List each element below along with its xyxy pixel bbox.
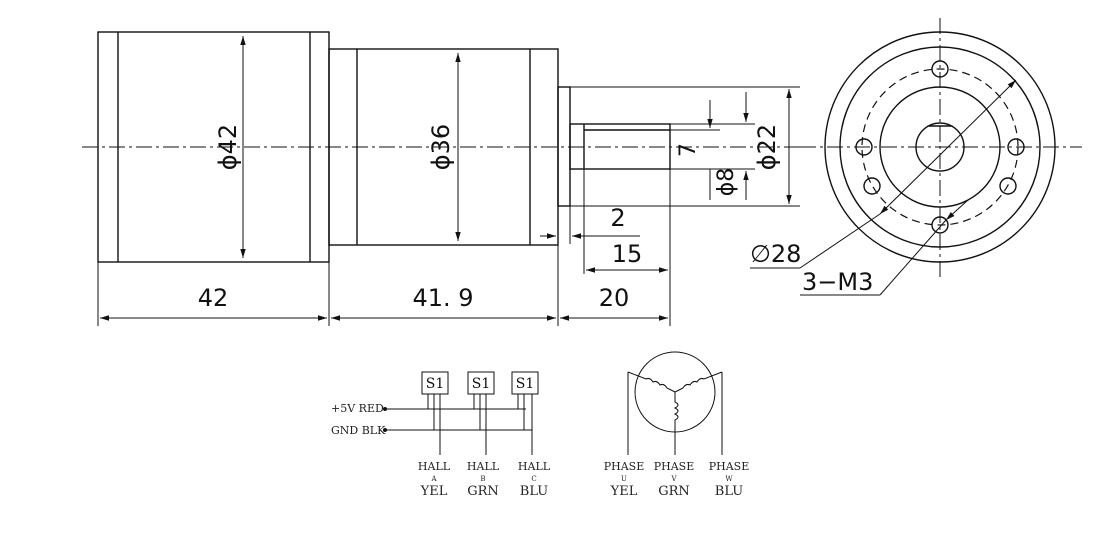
phase-v-name: PHASE	[654, 460, 695, 473]
dim-d42: ϕ42	[214, 124, 242, 170]
hall-a-sub: A	[430, 475, 437, 483]
dim-d22: ϕ22	[753, 124, 781, 170]
dim-len-20: 20	[599, 284, 630, 312]
phase-w-color: BLU	[715, 484, 743, 499]
dim-d8: ϕ8	[714, 168, 739, 197]
phase-u-color: YEL	[610, 484, 638, 499]
hall-a-color: YEL	[420, 484, 448, 499]
phase-u-sub: U	[621, 475, 627, 483]
dim-len-2: 2	[610, 204, 625, 232]
phase-w-sub: W	[725, 475, 733, 483]
dim-len-42: 42	[198, 284, 229, 312]
hall-b-color: GRN	[467, 484, 499, 499]
hall-a-sensor-label: S1	[426, 376, 445, 392]
front-view	[750, 18, 1082, 296]
hall-a-name: HALL	[418, 460, 451, 473]
hall-c-sub: C	[531, 475, 536, 483]
hall-c-sensor-label: S1	[516, 376, 535, 392]
power-label: +5V RED	[331, 402, 384, 415]
dim-d36: ϕ36	[427, 124, 455, 170]
hall-b-sub: B	[480, 475, 485, 483]
phase-v-color: GRN	[658, 484, 690, 499]
dim-len-41-9: 41. 9	[412, 284, 473, 312]
phase-w-name: PHASE	[709, 460, 750, 473]
phase-v-sub: V	[670, 475, 677, 483]
hall-b-sensor-label: S1	[472, 376, 491, 392]
phase-u-name: PHASE	[604, 460, 645, 473]
hall-b-name: HALL	[467, 460, 500, 473]
hall-schematic: S1 S1 S1 +5V RED GND BLK HALL A YEL HALL…	[331, 371, 551, 499]
dim-flat-7: 7	[676, 143, 701, 157]
phase-schematic: PHASE U YEL PHASE V GRN PHASE W BLU	[604, 351, 750, 499]
ground-label: GND BLK	[331, 424, 386, 437]
dim-d28: ∅28	[750, 240, 801, 268]
dim-holes-3-m3: 3−M3	[802, 268, 873, 296]
hall-c-color: BLU	[520, 484, 548, 499]
dim-len-15: 15	[612, 240, 643, 268]
hall-c-name: HALL	[518, 460, 551, 473]
